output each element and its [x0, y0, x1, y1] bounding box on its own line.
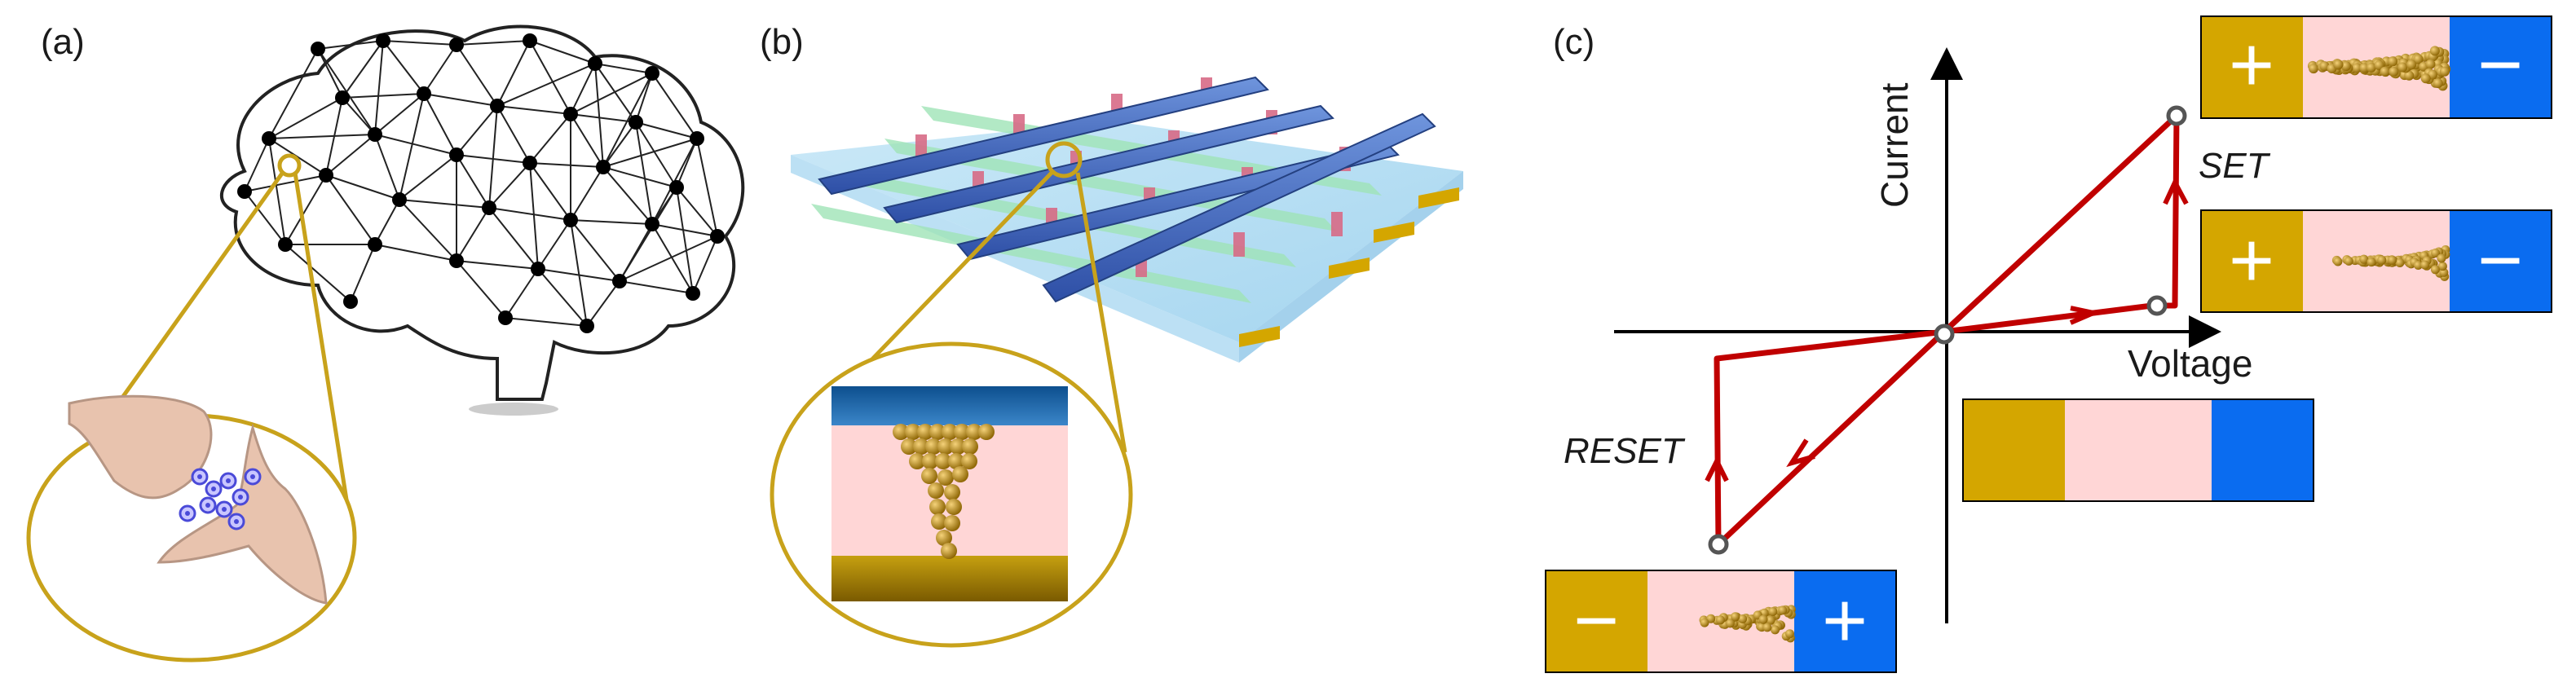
arrow-set-up [2163, 177, 2189, 205]
inset-top-electrode [831, 386, 1068, 425]
device-state-boxes: + − + − [1545, 15, 2552, 673]
zoom-spot [277, 153, 302, 178]
point-set-start [2146, 295, 2168, 316]
neurotransmitter-vesicles [179, 468, 262, 531]
panel-b-label: (b) [760, 22, 804, 62]
zoom-line-right [293, 172, 353, 526]
arrow-reset-up [1705, 456, 1729, 482]
point-reset-start [1708, 534, 1729, 555]
brain-shadow [469, 403, 558, 416]
iv-curve-points [1708, 105, 2187, 555]
state-box-set-partial-plus: + [2229, 217, 2274, 304]
panel-b: (b) [760, 22, 1463, 648]
device-zoom-spot [1045, 141, 1083, 178]
state-box-set-partial: + − [2200, 209, 2552, 313]
arrow-forward-low [2069, 306, 2102, 325]
state-box-set-partial-minus: − [2477, 217, 2523, 304]
postsynaptic-terminal [157, 423, 328, 605]
point-set-end [2166, 105, 2187, 126]
brain-outline [219, 24, 745, 401]
top-electrodes [818, 76, 1436, 303]
point-origin [1934, 324, 1955, 345]
device-zoom-line-right [1075, 172, 1127, 453]
state-box-reset-minus: − [1573, 577, 1619, 664]
arrow-down-diag [1786, 438, 1815, 468]
set-label: SET [2199, 146, 2271, 186]
state-box-set-on-dots [2307, 46, 2451, 91]
panel-c-label: (c) [1553, 22, 1595, 62]
inset-bottom-electrode [831, 556, 1068, 601]
conductive-filament [893, 424, 995, 559]
panel-a-label: (a) [41, 22, 85, 62]
iv-curve-arrows [1705, 177, 2189, 482]
reset-label: RESET [1564, 431, 1686, 471]
state-box-reset: − + [1545, 570, 1897, 673]
state-box-pristine [1962, 398, 2314, 502]
state-box-reset-plus: + [1822, 577, 1868, 664]
y-axis-label: Current [1873, 82, 1916, 208]
panel-a: (a) [26, 22, 745, 663]
state-box-set-partial-dots [2331, 245, 2450, 281]
panel-c: (c) Current Voltage SET RESET [1545, 15, 2552, 673]
state-box-set-on-minus: − [2477, 21, 2523, 108]
x-axis-label: Voltage [2128, 342, 2252, 385]
brain-network [237, 33, 725, 333]
presynaptic-terminal [68, 394, 213, 500]
state-box-set-on: + − [2200, 15, 2552, 119]
state-box-reset-dots [1699, 605, 1796, 643]
state-box-set-on-plus: + [2229, 21, 2274, 108]
